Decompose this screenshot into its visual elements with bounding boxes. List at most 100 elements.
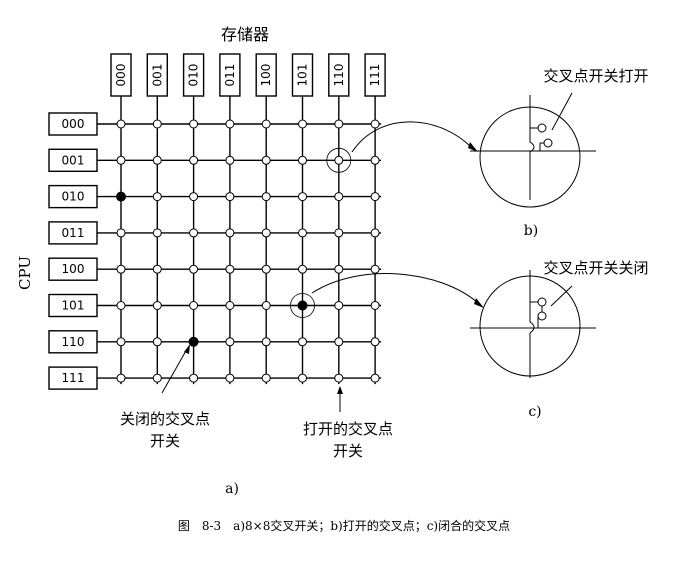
memory-box-110: 110 — [328, 53, 350, 97]
cpu-address-label: 100 — [62, 262, 85, 276]
open-crosspoint — [261, 337, 271, 347]
cpu-label: CPU — [16, 256, 34, 290]
open-crosspoint — [261, 192, 271, 202]
open-crosspoint — [225, 155, 235, 165]
cpu-box-010: 010 — [48, 184, 98, 209]
open-crosspoint — [225, 301, 235, 310]
memory-box-101: 101 — [291, 53, 314, 97]
closed-crosspoint-label-line2: 开关 — [150, 432, 180, 450]
memory-box-010: 010 — [182, 53, 205, 97]
open-crosspoint — [298, 155, 307, 165]
cpu-address-label: 111 — [62, 371, 85, 385]
open-crosspoint — [225, 373, 235, 383]
open-crosspoint — [334, 119, 344, 129]
memory-address-label: 011 — [223, 64, 237, 87]
crosspoints — [116, 119, 380, 383]
memory-address-label: 101 — [296, 64, 310, 87]
closed-crosspoint-callout: 关闭的交叉点 开关 — [120, 344, 210, 450]
memory-address-label: 001 — [150, 64, 164, 87]
open-crosspoint — [152, 155, 162, 165]
open-crosspoint — [152, 228, 162, 238]
open-crosspoint — [152, 192, 162, 202]
open-crosspoint — [334, 192, 344, 202]
open-crosspoint — [116, 301, 126, 310]
cpu-box-001: 001 — [48, 148, 98, 173]
connector-to-closed-detail — [311, 273, 479, 304]
closed-crosspoint-label-line1: 关闭的交叉点 — [120, 410, 210, 428]
open-crosspoint — [370, 119, 380, 129]
memory-box-001: 001 — [146, 53, 169, 97]
connector-to-open-detail-arrow — [468, 142, 478, 152]
cpu-box-111: 111 — [48, 366, 98, 390]
open-crosspoint — [116, 228, 126, 238]
connector-to-open-detail — [351, 121, 473, 153]
open-crosspoint — [370, 192, 380, 202]
memory-box-100: 100 — [255, 53, 277, 97]
memory-address-label: 110 — [332, 64, 346, 87]
cpu-box-101: 101 — [48, 293, 98, 318]
memory-address-label: 000 — [114, 64, 128, 87]
open-crosspoint — [261, 373, 271, 383]
memory-box-000: 000 — [110, 53, 132, 97]
label-c: c) — [528, 404, 541, 420]
highlighted-closed-crosspoint-ring — [290, 293, 315, 318]
open-crosspoint — [370, 373, 380, 383]
open-crosspoint — [370, 337, 380, 347]
open-crosspoint — [189, 301, 199, 310]
cpu-box-000: 000 — [48, 112, 98, 136]
open-crosspoint-detail: 交叉点开关打开 b) — [470, 67, 649, 239]
open-crosspoint — [334, 228, 344, 238]
closed-crosspoint — [297, 300, 308, 311]
open-crosspoint — [261, 228, 271, 238]
open-crosspoint — [116, 264, 126, 274]
cpu-box-011: 011 — [48, 221, 98, 245]
open-crosspoint — [261, 119, 271, 129]
open-crosspoint — [116, 337, 126, 347]
open-crosspoint — [152, 373, 162, 383]
open-crosspoint — [225, 337, 235, 347]
cpu-address-label: 011 — [62, 226, 85, 240]
open-crosspoint — [225, 119, 235, 129]
closed-crosspoint — [188, 336, 199, 347]
open-crosspoint — [298, 119, 307, 129]
highlighted-open-crosspoint-ring — [326, 147, 352, 173]
memory-module-boxes: 000 001 010 011 100 101 110 111 — [110, 53, 386, 97]
open-crosspoint — [298, 228, 307, 238]
open-switch-label: 交叉点开关打开 — [543, 67, 648, 85]
cpu-address-label: 001 — [62, 153, 85, 167]
memory-address-label: 010 — [187, 64, 201, 87]
closed-crosspoint-detail: 交叉点开关关闭 c) — [470, 259, 649, 420]
open-crosspoint — [261, 155, 271, 165]
label-a: a) — [225, 481, 239, 497]
open-crosspoint — [116, 373, 126, 383]
cpu-address-label: 000 — [62, 117, 85, 131]
cpu-address-label: 110 — [62, 335, 85, 349]
cpu-boxes: 000 001 010 011 100 101 110 111 — [48, 112, 98, 390]
open-crosspoint — [189, 373, 199, 383]
open-crosspoint — [298, 337, 307, 347]
cpu-address-label: 010 — [62, 190, 85, 204]
open-crosspoint — [152, 301, 162, 310]
open-crosspoint — [189, 228, 199, 238]
open-crosspoint — [225, 228, 235, 238]
open-crosspoint — [116, 119, 126, 129]
memory-address-label: 111 — [368, 64, 382, 87]
closed-switch-label: 交叉点开关关闭 — [543, 259, 648, 277]
open-crosspoint — [261, 264, 271, 274]
open-crosspoint — [370, 301, 380, 310]
open-crosspoint — [298, 264, 307, 274]
cpu-address-label: 101 — [62, 299, 85, 313]
label-b: b) — [524, 223, 538, 239]
open-crosspoint — [261, 301, 271, 310]
open-crosspoint — [189, 155, 199, 165]
open-crosspoint — [225, 192, 235, 202]
open-crosspoint — [189, 119, 199, 129]
open-crosspoint — [116, 155, 126, 165]
open-crosspoint-label-line1: 打开的交叉点 — [303, 420, 393, 438]
open-crosspoint — [298, 192, 307, 202]
open-crosspoint — [370, 264, 380, 274]
open-crosspoint — [334, 337, 344, 347]
open-crosspoint — [152, 119, 162, 129]
open-crosspoint — [334, 301, 344, 310]
